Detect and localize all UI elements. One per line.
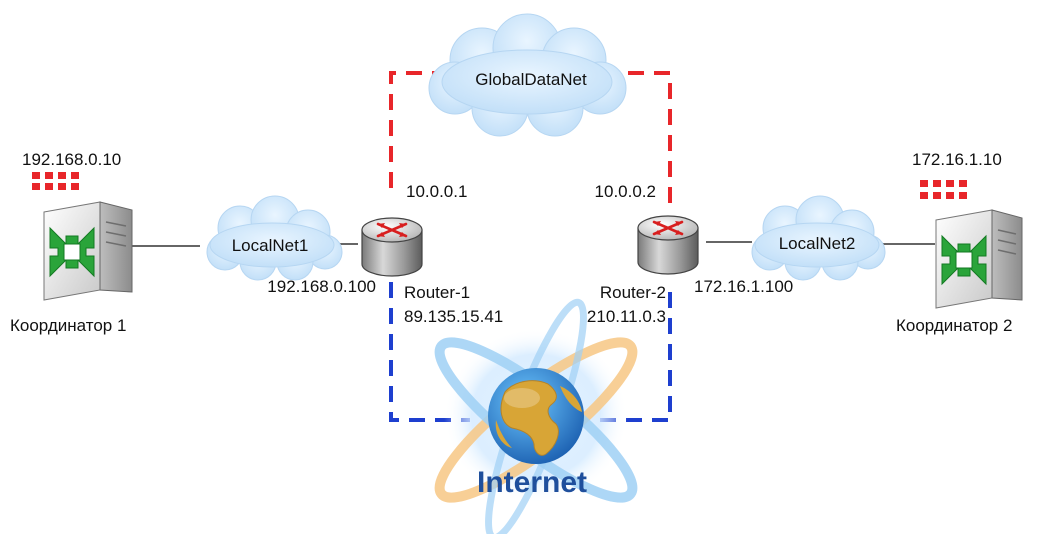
server-icon	[43, 201, 133, 301]
global-link	[389, 71, 672, 212]
internet-node: Internet	[434, 298, 638, 534]
server-icon	[935, 209, 1023, 309]
internet-label: Internet	[477, 466, 587, 499]
marker-icon	[32, 172, 79, 190]
globe-icon	[488, 368, 584, 464]
router1-internet-ip: 89.135.15.41	[404, 307, 503, 326]
coordinator-2: 172.16.1.10 Координатор 2	[896, 150, 1023, 335]
localnet1-label: LocalNet1	[232, 236, 309, 255]
cloud-icon	[751, 195, 886, 281]
router2-local-ip: 172.16.1.100	[694, 277, 793, 296]
coordinator1-label: Координатор 1	[10, 316, 126, 335]
router1-local-ip: 192.168.0.100	[267, 277, 376, 296]
router-1: 10.0.0.1 192.168.0.100 Router-1 89.135.1…	[267, 182, 503, 326]
globaldatanet-label: GlobalDataNet	[475, 70, 587, 89]
router1-name: Router-1	[404, 283, 470, 302]
lan-links	[132, 241, 935, 247]
router2-name: Router-2	[600, 283, 666, 302]
coordinator2-ip: 172.16.1.10	[912, 150, 1002, 169]
router-icon	[361, 217, 423, 277]
router1-global-ip: 10.0.0.1	[406, 182, 467, 201]
router2-global-ip: 10.0.0.2	[595, 182, 656, 201]
internet-link	[389, 282, 672, 422]
cloud-icon	[206, 195, 343, 281]
coordinator1-ip: 192.168.0.10	[22, 150, 121, 169]
globaldatanet-cloud: GlobalDataNet	[428, 13, 627, 137]
router-2: 10.0.0.2 Router-2 210.11.0.3 172.16.1.10…	[587, 182, 793, 326]
router2-internet-ip: 210.11.0.3	[587, 307, 666, 326]
localnet2-label: LocalNet2	[779, 234, 856, 253]
localnet2-cloud: LocalNet2	[751, 195, 886, 281]
marker-icon	[920, 180, 967, 199]
router-icon	[637, 215, 699, 275]
coordinator2-label: Координатор 2	[896, 316, 1012, 335]
localnet1-cloud: LocalNet1	[206, 195, 343, 281]
coordinator-1: 192.168.0.10 Координатор 1	[10, 150, 133, 335]
cloud-icon	[428, 13, 627, 137]
